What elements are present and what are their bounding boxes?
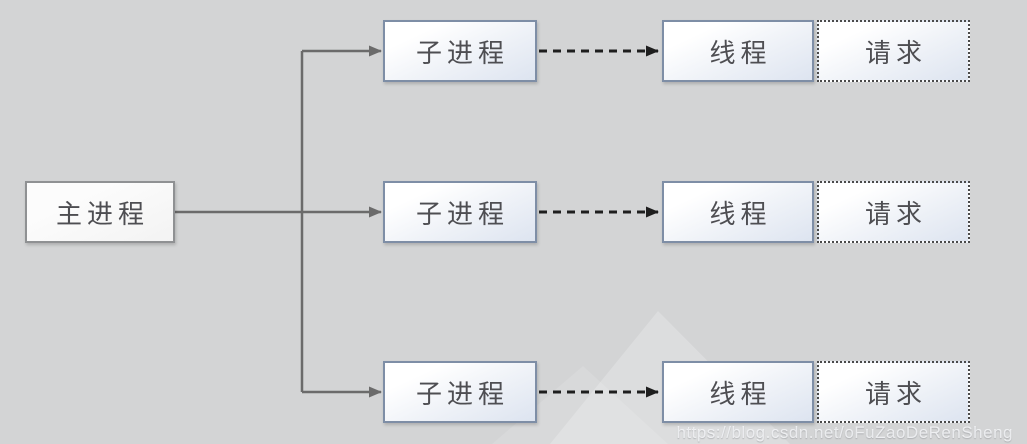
request-box-2: 请求	[817, 181, 970, 243]
child-process-box-1: 子进程	[383, 20, 537, 82]
watermark-triangle-small	[492, 366, 668, 444]
thread-box-1: 线程	[662, 20, 814, 82]
child-process-box-3: 子进程	[383, 361, 537, 423]
request-box-3: 请求	[817, 361, 970, 423]
csdn-watermark-url: https://blog.csdn.net/oFuZaoDeRenSheng	[676, 423, 1013, 442]
request-box-1: 请求	[817, 20, 970, 82]
thread-box-2: 线程	[662, 181, 814, 243]
child-process-box-2: 子进程	[383, 181, 537, 243]
main-process-box: 主进程	[25, 181, 175, 243]
thread-box-3: 线程	[662, 361, 814, 423]
